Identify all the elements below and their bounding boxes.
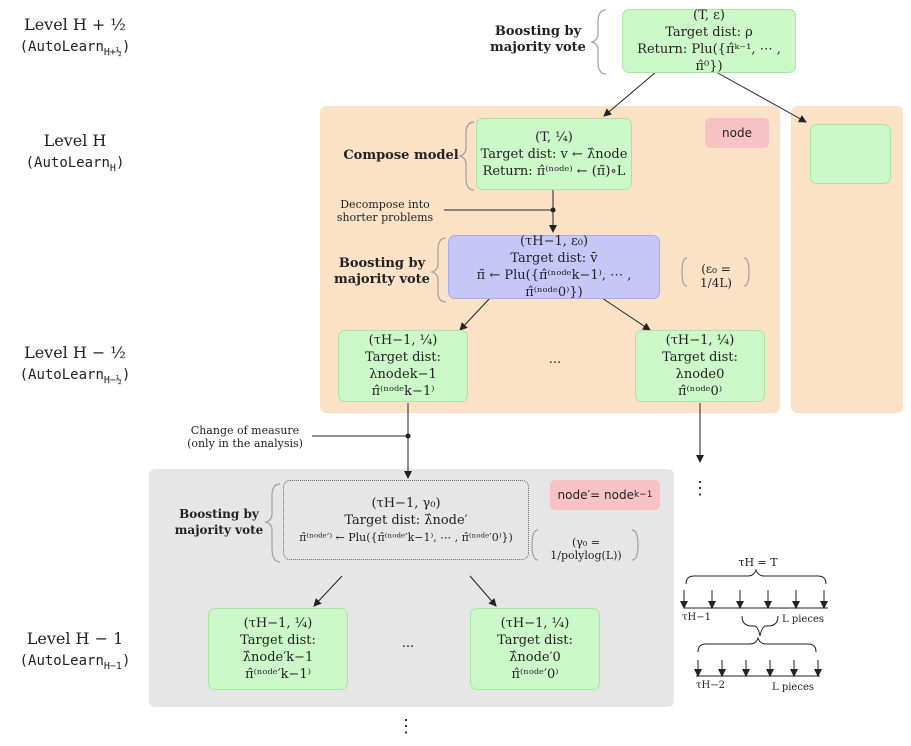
ellipsis-mid: ...: [548, 352, 562, 367]
arrow-top-to-side: [715, 71, 807, 123]
brace-gamma-right: [631, 529, 639, 561]
timeline-diagram: [680, 568, 828, 677]
node-badge: node: [705, 118, 769, 148]
compose-model-label: Compose model: [343, 148, 459, 163]
decompose-junction: [550, 207, 556, 213]
boosting-top-label: Boosting by majority vote: [490, 24, 586, 55]
brace-gamma-left: [531, 529, 539, 561]
boosting-bottom-label: Boosting by majority vote: [174, 507, 264, 537]
level-h-minus-1-label: Level H − 1 (AutoLearnH−1): [19, 629, 131, 672]
timeline-top-label: τH = T: [738, 556, 778, 569]
ellipsis-bottom: ...: [401, 636, 415, 651]
boosting-box: (τH−1, ε₀)Target dist: v̄π̃ ← Plu({π̂⁽ⁿᵒ…: [448, 234, 660, 300]
boosting-mid-label: Boosting by majority vote: [334, 256, 430, 287]
brace-eps-right: [743, 257, 750, 287]
brace-compose: [458, 121, 475, 191]
level-h-half-label: Level H − ½ (AutoLearnH−½): [19, 343, 131, 386]
dotted-boosting-box: (τH−1, γ₀)Target dist: λ̂node′π̂⁽ⁿᵒᵈᵉ′⁾ …: [283, 480, 529, 560]
decompose-label: Decompose into shorter problems: [336, 198, 434, 224]
arrow-blue-to-left: [459, 297, 491, 331]
brace-eps-left: [681, 257, 688, 287]
brace-top: [590, 9, 607, 75]
timeline-row1-left: τH−1: [682, 612, 711, 623]
gamma-note: (γ₀ = 1/polylog(L)): [550, 536, 622, 562]
level-top-label: Level H + ½ (AutoLearnH+½): [19, 15, 131, 58]
side-box: [810, 124, 891, 184]
brace-blue: [430, 237, 447, 303]
timeline-row1-right: L pieces: [782, 614, 824, 625]
arrow-dotted-to-left: [313, 575, 343, 607]
vdots-right: ⋮: [691, 478, 709, 499]
change-junction: [405, 433, 411, 439]
level-h-label: Level H (AutoLearnH): [25, 131, 125, 174]
epsilon-note: (ε₀ = 1/4L): [700, 262, 732, 290]
vdots-bottom: ⋮: [397, 716, 415, 737]
timeline-row2-right: L pieces: [772, 682, 814, 693]
arrow-blue-to-right: [601, 297, 651, 331]
brace-bottom: [264, 483, 281, 563]
arrow-dotted-to-right: [469, 575, 497, 607]
timeline-row2-left: τH−2: [696, 680, 725, 691]
arrow-top-to-compose: [603, 71, 657, 117]
change-measure-label: Change of measure (only in the analysis): [187, 424, 303, 450]
